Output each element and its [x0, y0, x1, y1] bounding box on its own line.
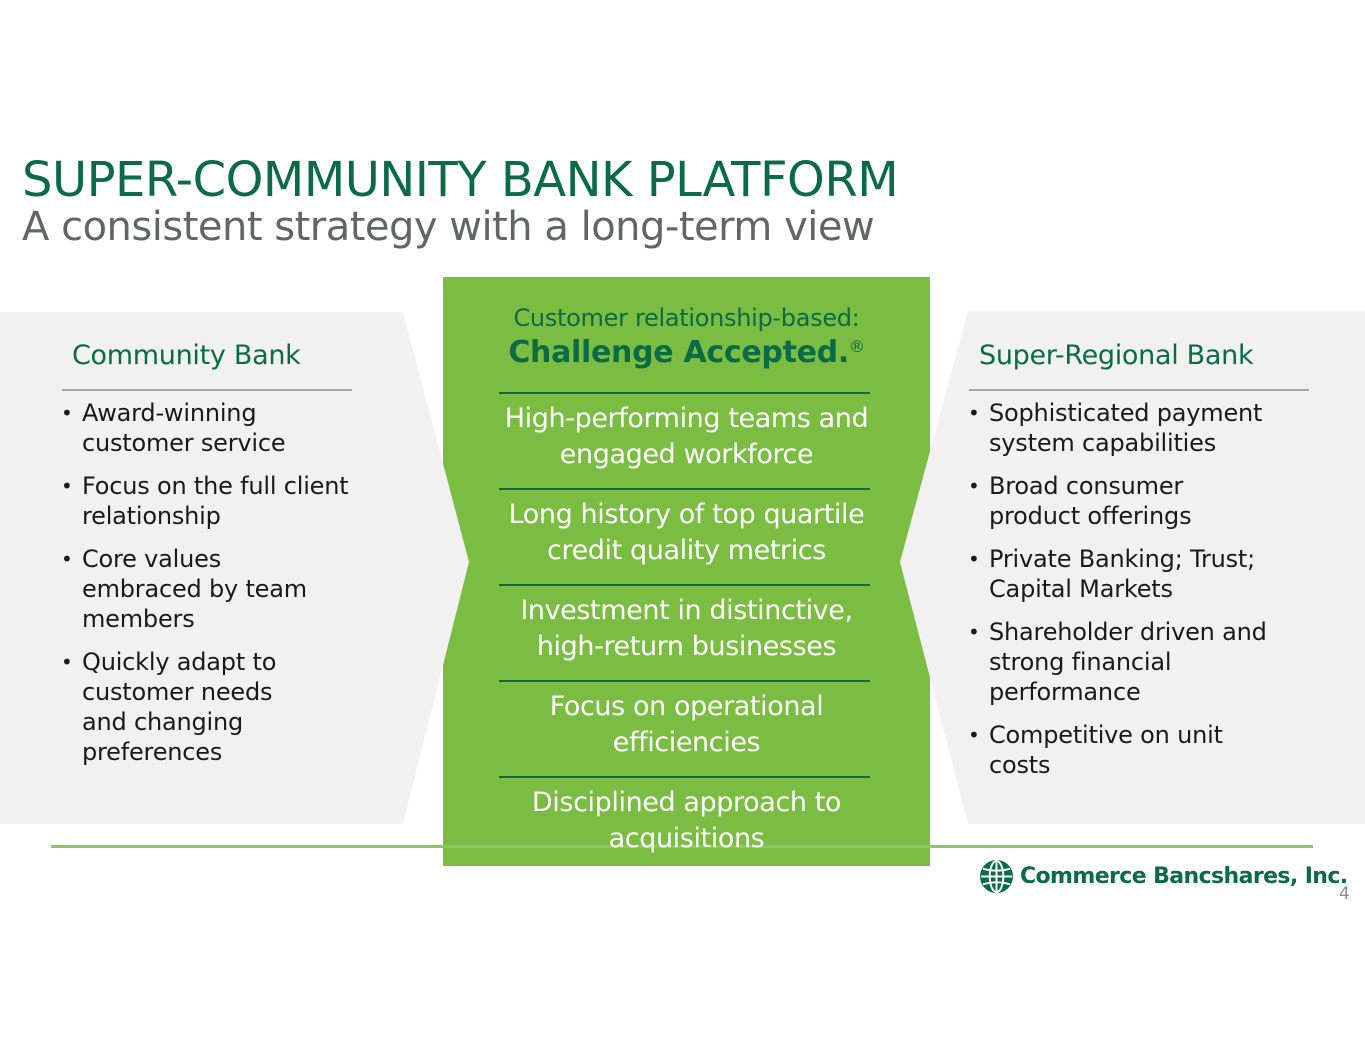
bullet-text-line: embraced by team	[82, 575, 307, 603]
right-panel-rule	[969, 389, 1309, 391]
bullet-text-line: Award-winning	[82, 399, 257, 427]
bullet-text-line: system capabilities	[989, 429, 1217, 457]
bullet-text-line: Capital Markets	[989, 575, 1173, 603]
center-item: Disciplined approach to acquisitions	[443, 785, 930, 857]
center-panel: Customer relationship-based: Challenge A…	[443, 277, 930, 866]
bullet-text-line: members	[82, 605, 195, 633]
center-item-line: Long history of top quartile	[508, 499, 865, 530]
center-heading-line1: Customer relationship-based:	[513, 304, 860, 332]
bullet-text-line: customer needs	[82, 678, 273, 706]
page-title: SUPER-COMMUNITY BANK PLATFORM	[22, 152, 899, 208]
center-divider	[499, 680, 870, 682]
center-divider	[499, 776, 870, 778]
globe-icon	[979, 859, 1014, 894]
page-number: 4	[1339, 884, 1350, 904]
left-panel-heading: Community Bank	[72, 340, 301, 371]
bullet-text-line: and changing	[82, 708, 244, 736]
registered-mark: ®	[848, 337, 865, 356]
bullet-item: Private Banking; Trust;Capital Markets	[968, 544, 1348, 604]
bullet-text-line: product offerings	[989, 502, 1192, 530]
bullet-text-line: Core values	[82, 545, 222, 573]
center-item-line: engaged workforce	[559, 439, 814, 470]
center-item-line: Disciplined approach to	[531, 787, 842, 818]
center-divider	[499, 392, 870, 394]
center-item-line: Focus on operational	[549, 691, 824, 722]
page-subtitle: A consistent strategy with a long-term v…	[22, 204, 875, 250]
footer-divider	[51, 845, 1313, 848]
bullet-text-line: Broad consumer	[989, 472, 1184, 500]
bullet-text-line: Private Banking; Trust;	[989, 545, 1256, 573]
company-logo: Commerce Bancshares, Inc.	[979, 859, 1348, 894]
center-item-line: credit quality metrics	[547, 535, 826, 566]
bullet-text-line: Focus on the full client	[82, 472, 349, 500]
bullet-text-line: customer service	[82, 429, 286, 457]
bullet-text-line: performance	[989, 678, 1141, 706]
bullet-text-line: strong financial	[989, 648, 1172, 676]
left-panel-rule	[62, 389, 352, 391]
right-panel-heading: Super-Regional Bank	[979, 340, 1254, 371]
bullet-text-line: costs	[989, 751, 1051, 779]
tagline: Challenge Accepted.	[508, 335, 849, 370]
center-heading-line2: Challenge Accepted.®	[443, 335, 930, 370]
bullet-text-line: Quickly adapt to	[82, 648, 277, 676]
bullet-text-line: Shareholder driven and	[989, 618, 1267, 646]
center-green-panel	[443, 277, 930, 866]
bullet-text-line: preferences	[82, 738, 223, 766]
bullet-text-line: Competitive on unit	[989, 721, 1223, 749]
center-item-line: Investment in distinctive,	[520, 595, 853, 626]
center-item-line: acquisitions	[608, 823, 765, 854]
center-item-line: efficiencies	[612, 727, 761, 758]
center-divider	[499, 584, 870, 586]
bullet-text-line: relationship	[82, 502, 221, 530]
bullet-text-line: Sophisticated payment	[989, 399, 1263, 427]
center-item: High-performing teams and engaged workfor…	[443, 401, 930, 473]
center-item-line: high-return businesses	[536, 631, 837, 662]
center-item: Investment in distinctive, high-return bu…	[443, 593, 930, 665]
center-item: Focus on operational efficiencies	[443, 689, 930, 761]
center-divider	[499, 488, 870, 490]
center-item: Long history of top quartile credit quali…	[443, 497, 930, 569]
logo-text: Commerce Bancshares, Inc.	[1020, 864, 1348, 889]
center-item-line: High-performing teams and	[504, 403, 869, 434]
